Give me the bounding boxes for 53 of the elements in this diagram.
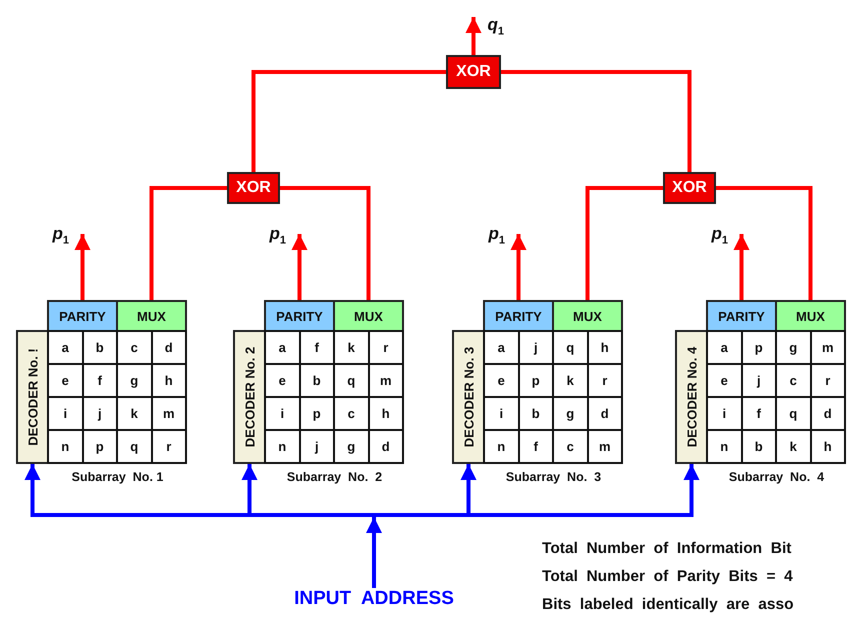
subarray-caption: Subarray No. 2: [286, 470, 384, 486]
arrow: [292, 234, 308, 300]
arrow: [366, 517, 382, 588]
arrow: [734, 234, 750, 300]
subarray-caption: Subarray No. 1: [70, 470, 164, 486]
decoder-box: DECODER No. 4: [675, 330, 708, 464]
subarray-caption: Subarray No. 4: [728, 470, 826, 486]
connector-line: [150, 186, 227, 300]
mux-box: MUX: [775, 300, 846, 332]
memory-cell: d: [150, 330, 187, 365]
memory-cell: r: [368, 330, 404, 365]
note-text: Total Number of Information Bit: [542, 540, 792, 558]
connector-line: [586, 186, 663, 300]
arrow: [374, 464, 700, 517]
connector-line: [716, 186, 812, 300]
memory-cell: r: [150, 429, 187, 464]
edge-label: q$_{1}$: [488, 15, 504, 38]
xor-gate-box: XOR: [663, 172, 716, 204]
parity-box: PARITY: [483, 300, 554, 332]
arrow: [74, 234, 90, 300]
memory-cell: d: [368, 429, 404, 464]
memory-cell: n: [47, 429, 84, 464]
mux-box: MUX: [333, 300, 404, 332]
memory-cell: h: [586, 330, 623, 365]
xor-gate-box: XOR: [446, 55, 501, 89]
connector-line: [252, 70, 446, 172]
edge-label: p$_{1}$: [270, 224, 286, 246]
xor-gate-box: XOR: [227, 172, 280, 204]
edge-label: p$_{1}$: [712, 224, 728, 246]
memory-cell: n: [483, 429, 520, 464]
note-text: Bits labeled identically are asso: [542, 596, 794, 614]
edge-label: p$_{1}$: [52, 224, 70, 246]
decoder-box: DECODER No. 2: [233, 330, 266, 464]
arrow: [466, 17, 482, 55]
edge-label: p$_{1}$: [488, 224, 506, 246]
memory-cell: m: [586, 429, 623, 464]
memory-cell: h: [810, 429, 846, 464]
memory-cell: n: [706, 429, 742, 464]
decoder-box: DECODER No. 3: [452, 330, 485, 464]
connector-line: [280, 186, 370, 300]
subarray-caption: Subarray No. 3: [504, 470, 602, 486]
parity-box: PARITY: [706, 300, 777, 332]
mux-box: MUX: [116, 300, 187, 332]
connector-line: [501, 70, 692, 172]
parity-box: PARITY: [264, 300, 335, 332]
input-label: INPUT ADDRESS: [280, 588, 468, 614]
note-text: Total Number of Parity Bits = 4: [542, 568, 793, 586]
memory-cell: n: [264, 429, 300, 464]
memory-cell: m: [810, 330, 846, 365]
decoder-box: DECODER No. !: [16, 330, 49, 464]
parity-box: PARITY: [47, 300, 118, 332]
arrow: [510, 234, 526, 300]
mux-box: MUX: [552, 300, 623, 332]
